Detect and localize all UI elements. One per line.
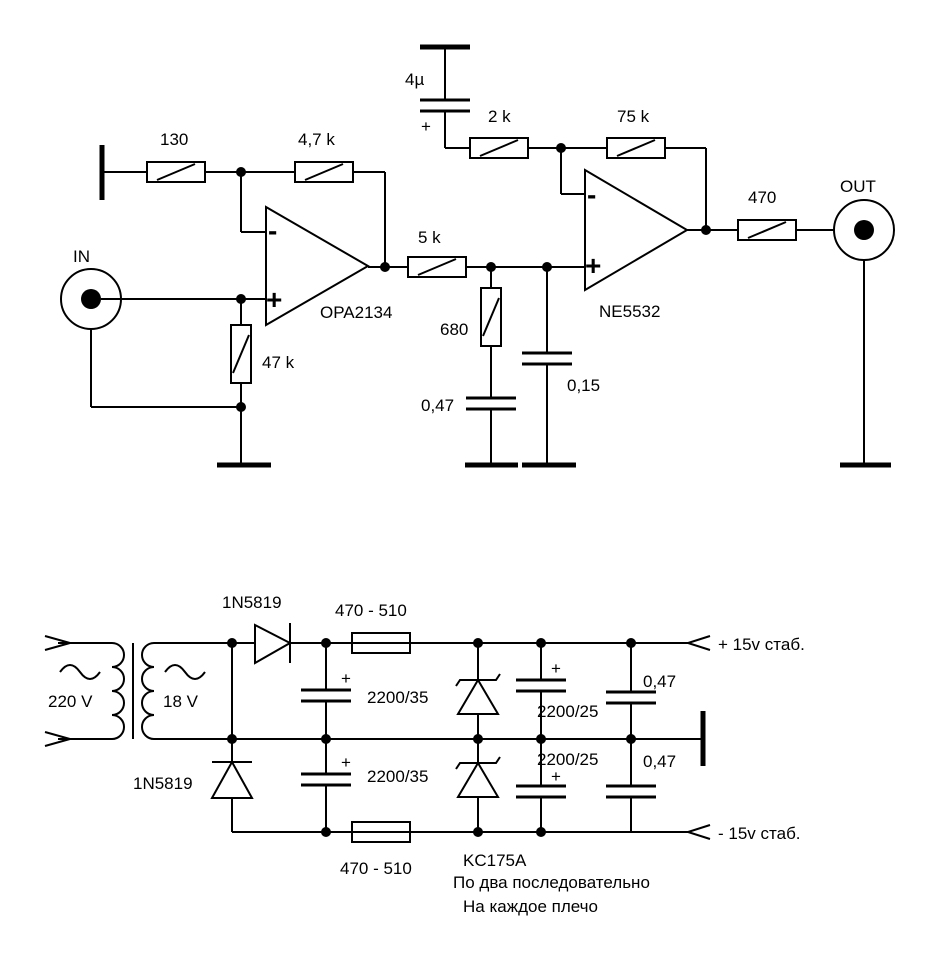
label-c-4u-polarity: + bbox=[421, 117, 431, 136]
diode-top bbox=[254, 623, 293, 665]
resistor-75k bbox=[606, 137, 666, 159]
polarity-sign: + bbox=[551, 767, 561, 786]
transformer bbox=[111, 642, 155, 740]
arrow-icon bbox=[684, 635, 711, 651]
diode-bottom bbox=[210, 759, 254, 799]
label-cap-bottom-second: 2200/25 bbox=[537, 750, 598, 769]
note-line1: По два последовательно bbox=[453, 873, 650, 892]
label-r-130: 130 bbox=[160, 130, 188, 149]
capacitor-2200-25-top bbox=[516, 678, 566, 693]
ac-wave-icon bbox=[164, 664, 206, 680]
label-zener: KC175A bbox=[463, 851, 527, 870]
label-out: OUT bbox=[840, 177, 876, 196]
label-cap-top-second: 2200/25 bbox=[537, 702, 598, 721]
note-line2: На каждое плечо bbox=[463, 897, 598, 916]
label-opamp1: OPA2134 bbox=[320, 303, 392, 322]
label-r-4-7k: 4,7 k bbox=[298, 130, 335, 149]
label-r-470: 470 bbox=[748, 188, 776, 207]
label-cap-bottom-main: 2200/35 bbox=[367, 767, 428, 786]
polarity-sign: + bbox=[341, 753, 351, 772]
label-cap-top-small: 0,47 bbox=[643, 672, 676, 691]
opamp1-minus: - bbox=[268, 215, 277, 246]
resistor-130 bbox=[146, 161, 206, 183]
capacitor-2200-35-top bbox=[301, 688, 351, 703]
label-rail-negative: - 15v стаб. bbox=[718, 824, 801, 843]
resistor-680 bbox=[480, 287, 502, 347]
label-diode-bottom: 1N5819 bbox=[133, 774, 193, 793]
resistor-2k bbox=[469, 137, 529, 159]
resistor-470-510-top bbox=[351, 632, 411, 654]
label-cap-top-main: 2200/35 bbox=[367, 688, 428, 707]
label-primary-voltage: 220 V bbox=[48, 692, 93, 711]
opamp-ne5532 bbox=[584, 168, 689, 292]
capacitor-0-47-bottom bbox=[606, 784, 656, 799]
ac-wave-icon bbox=[59, 664, 101, 680]
opamp2-minus: - bbox=[587, 179, 596, 210]
capacitor-4u bbox=[420, 98, 470, 113]
label-r-47k: 47 k bbox=[262, 353, 295, 372]
label-cap-bottom-small: 0,47 bbox=[643, 752, 676, 771]
label-c-0-47: 0,47 bbox=[421, 396, 454, 415]
label-c-4u: 4µ bbox=[405, 70, 424, 89]
capacitor-0-47-top bbox=[606, 690, 656, 705]
resistor-5k bbox=[407, 256, 467, 278]
resistor-4-7k bbox=[294, 161, 354, 183]
arrow-icon bbox=[684, 824, 711, 840]
capacitor-0-15 bbox=[522, 351, 572, 366]
capacitor-0-47 bbox=[466, 396, 516, 411]
label-opamp2: NE5532 bbox=[599, 302, 660, 321]
polarity-sign: + bbox=[341, 669, 351, 688]
opamp-opa2134 bbox=[265, 205, 370, 327]
zener-bottom bbox=[455, 756, 501, 798]
resistor-470-output bbox=[737, 219, 797, 241]
label-r-2k: 2 k bbox=[488, 107, 511, 126]
label-secondary-voltage: 18 V bbox=[163, 692, 199, 711]
capacitor-2200-35-bottom bbox=[301, 772, 351, 787]
label-c-0-15: 0,15 bbox=[567, 376, 600, 395]
label-diode-top: 1N5819 bbox=[222, 593, 282, 612]
label-r-5k: 5 k bbox=[418, 228, 441, 247]
label-res-bottom: 470 - 510 bbox=[340, 859, 412, 878]
opamp1-plus: + bbox=[266, 284, 282, 315]
output-jack bbox=[833, 199, 895, 261]
label-res-top: 470 - 510 bbox=[335, 601, 407, 620]
resistor-470-510-bottom bbox=[351, 821, 411, 843]
opamp2-plus: + bbox=[585, 250, 601, 281]
zener-top bbox=[455, 673, 501, 715]
label-r-680: 680 bbox=[440, 320, 468, 339]
power-supply: 220 V 18 V 1N5819 470 - 510 + 15v стаб. bbox=[44, 593, 805, 916]
capacitor-2200-25-bottom bbox=[516, 784, 566, 799]
label-in: IN bbox=[73, 247, 90, 266]
polarity-sign: + bbox=[551, 659, 561, 678]
resistor-47k bbox=[230, 324, 252, 384]
label-r-75k: 75 k bbox=[617, 107, 650, 126]
audio-stage: 130 4,7 k - + OPA2134 IN bbox=[60, 44, 895, 468]
label-rail-positive: + 15v стаб. bbox=[718, 635, 805, 654]
